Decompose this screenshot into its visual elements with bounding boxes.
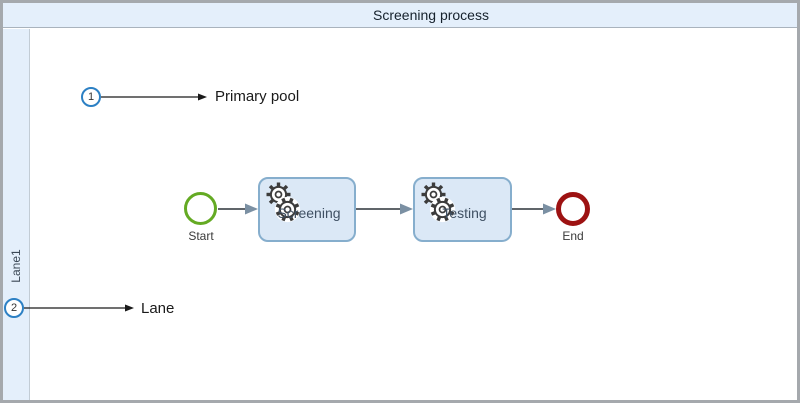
pool-title: Screening process xyxy=(373,7,489,23)
callout-2-number: 2 xyxy=(10,302,18,314)
pool-header: Screening process xyxy=(3,3,797,28)
task-testing: Testing xyxy=(413,177,512,242)
start-event-label: Start xyxy=(188,229,214,243)
callout-1-number: 1 xyxy=(87,91,95,103)
callout-1-label: Primary pool xyxy=(215,88,300,105)
callout-1-arrow xyxy=(101,93,207,101)
lane-title: Lane1 xyxy=(9,249,23,283)
lane-header: Lane1 xyxy=(3,29,30,400)
task-testing-label: Testing xyxy=(442,205,487,221)
callout-1-badge: 1 xyxy=(81,87,101,107)
service-gears-icon xyxy=(421,182,456,223)
callout-2-arrow xyxy=(24,304,134,312)
end-event xyxy=(556,192,590,226)
flow-screening-to-testing xyxy=(356,203,413,215)
task-screening-label: Screening xyxy=(277,205,341,221)
start-event xyxy=(184,192,217,225)
callout-2-label: Lane xyxy=(141,300,175,317)
callout-2-badge: 2 xyxy=(4,298,24,318)
end-event-label: End xyxy=(562,229,584,243)
flow-start-to-screening xyxy=(218,203,258,215)
service-gears-icon xyxy=(266,182,301,223)
flow-testing-to-end xyxy=(512,203,556,215)
task-screening: Screening xyxy=(258,177,356,242)
